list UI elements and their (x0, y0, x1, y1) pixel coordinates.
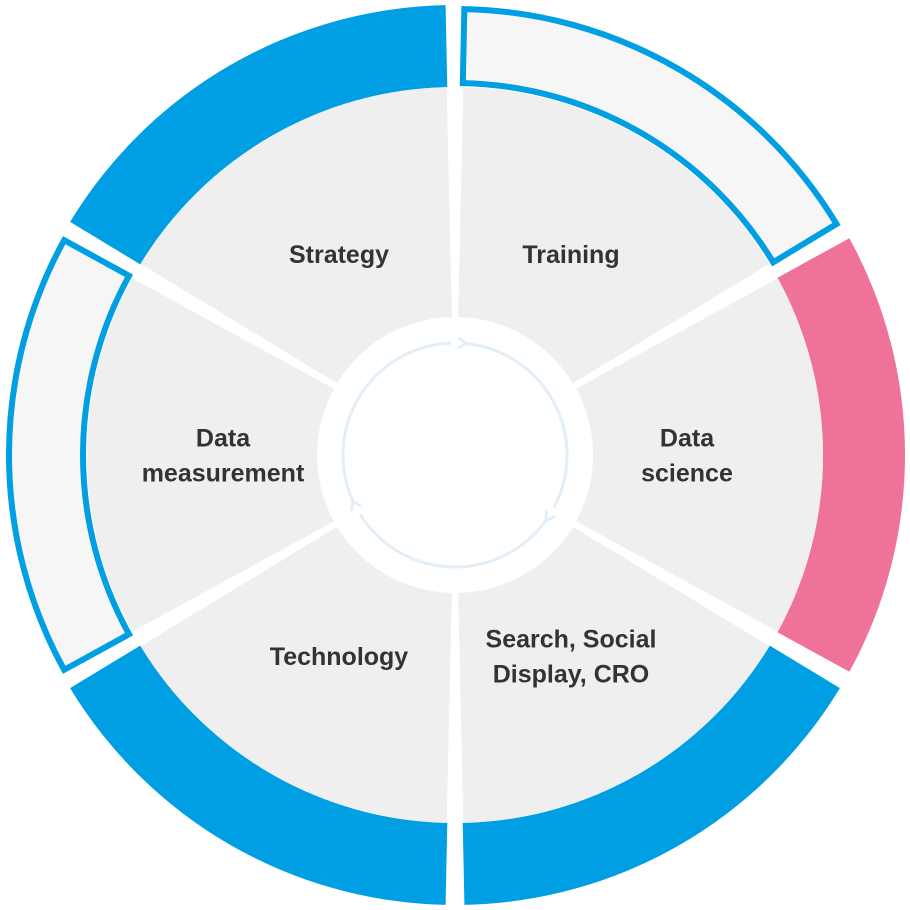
segment-label: measurement (142, 460, 305, 488)
outer-arc-left (6, 236, 134, 674)
segment-label: science (641, 460, 733, 488)
segment-label: Strategy (289, 241, 389, 269)
outer-arc-top-left (70, 5, 448, 265)
outer-arc-right (777, 238, 905, 672)
segment-technology: Technology (140, 526, 452, 823)
segment-shape (576, 278, 824, 632)
segment-shape (458, 526, 770, 823)
cycle-arrows-icon (321, 321, 589, 589)
outer-ring (6, 5, 905, 905)
outer-arc-top-right (459, 6, 841, 267)
outer-arc-bottom-right (462, 645, 840, 905)
segment-shape (86, 278, 334, 632)
segment-shape (458, 87, 770, 384)
segment-data-science: Data science (576, 278, 824, 632)
outer-arc-bottom-left (70, 645, 448, 905)
segment-label: Training (522, 241, 619, 269)
segment-label: Display, CRO (493, 660, 650, 688)
segment-label: Data (196, 425, 251, 453)
segment-label: Search, Social (486, 625, 657, 653)
segment-label: Data (660, 425, 715, 453)
segment-shape (140, 526, 452, 823)
segment-shape (140, 87, 452, 384)
segment-measurement: Data measurement (86, 278, 334, 632)
segment-label: Technology (270, 643, 409, 671)
segment-strategy: Strategy (140, 87, 452, 384)
segment-training: Training (458, 87, 770, 384)
